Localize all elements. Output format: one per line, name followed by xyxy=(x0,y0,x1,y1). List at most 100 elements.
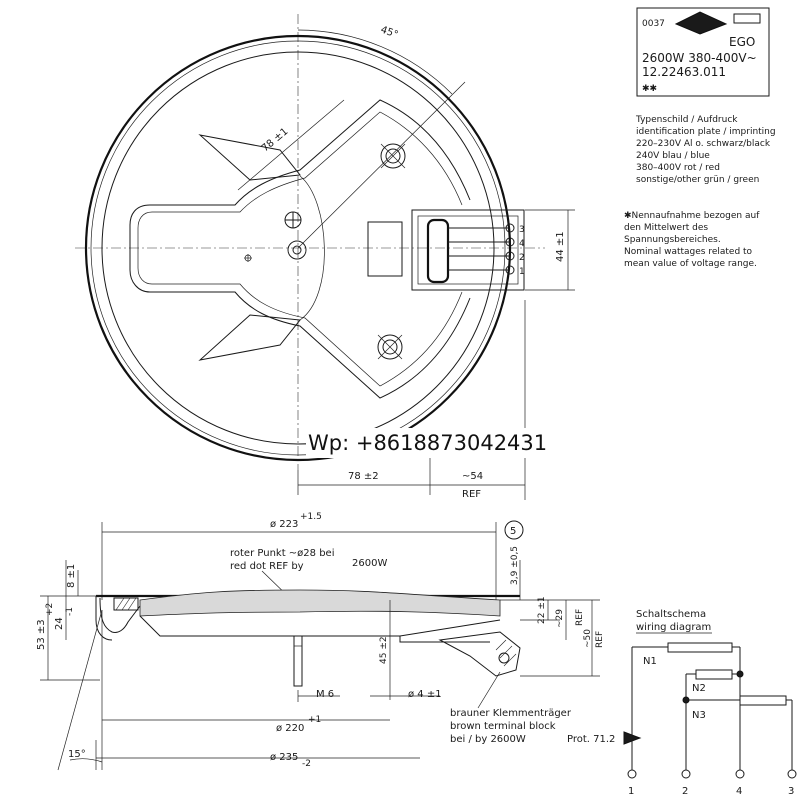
callout-label: 5 xyxy=(510,526,516,537)
dim-223-tol: +1.5 xyxy=(300,512,322,522)
terminal-number: 1 xyxy=(628,786,634,797)
watermark-text: Wp: +8618873042431 xyxy=(308,431,547,455)
window-rect xyxy=(367,221,403,277)
plate-brand: EGO xyxy=(729,35,755,49)
terminal-number: 2 xyxy=(682,786,688,797)
plate-part-number: 12.22463.011 xyxy=(642,65,726,79)
dim-44-label: 44 ±1 xyxy=(555,231,566,262)
heater-n2 xyxy=(695,669,733,680)
legend-line: sonstige/other grün / green xyxy=(636,175,759,185)
terminal-circle xyxy=(735,769,745,779)
terminal-note-en: brown terminal block xyxy=(450,721,556,732)
prot-label: Prot. 71.2 xyxy=(567,734,615,745)
dim-220-label: ø 220 xyxy=(276,723,304,734)
angle-label: 45° xyxy=(379,24,399,40)
dim-235-tol: -2 xyxy=(302,759,311,769)
terminal-label: 3 xyxy=(519,225,525,235)
wiring-diagram: Schaltschema wiring diagram N1 N2 N3 1 2 xyxy=(623,609,797,797)
angle-15-ray xyxy=(57,609,103,771)
rim-inner-edge xyxy=(90,40,506,456)
terminal-note-de: brauner Klemmenträger xyxy=(450,708,572,719)
underside-step xyxy=(399,636,490,643)
lower-spoke xyxy=(198,314,301,361)
small-hole xyxy=(244,254,252,262)
centre-bolt-lower xyxy=(287,240,307,260)
dim-54-ref: REF xyxy=(462,489,481,500)
note-line: ✱Nennaufnahme bezogen auf xyxy=(624,211,760,221)
terminal-number: 4 xyxy=(736,786,742,797)
plate-rating: 2600W 380-400V~ xyxy=(642,51,757,65)
heater-label: N2 xyxy=(692,683,706,694)
watermark: Wp: +8618873042431 xyxy=(306,428,586,458)
dim-24-tol-up: +2 xyxy=(45,603,55,616)
dim-53-label: 53 ±3 xyxy=(36,619,47,650)
blank-box xyxy=(733,13,761,24)
leader-line xyxy=(477,671,501,709)
dim-8-label: 8 ±1 xyxy=(66,564,77,588)
heating-plate-edge xyxy=(101,51,495,445)
stud-upper xyxy=(380,143,406,169)
heater-label: N3 xyxy=(692,710,706,721)
legend-line: Typenschild / Aufdruck xyxy=(635,115,738,125)
heater-n1 xyxy=(667,642,733,653)
note-line: Spannungsbereiches. xyxy=(624,235,721,245)
terminal-label: 1 xyxy=(519,267,525,277)
note-line: Nominal wattages related to xyxy=(624,247,753,257)
centre-bolt-upper xyxy=(284,211,302,229)
plate-code: 0037 xyxy=(642,19,665,29)
red-dot-de: roter Punkt ~ø28 bei xyxy=(230,548,334,559)
wiring-title-de: Schaltschema xyxy=(636,609,706,620)
wattage-note: ✱Nennaufnahme bezogen auf den Mittelwert… xyxy=(624,211,760,269)
dim-54-label: ~54 xyxy=(462,471,483,482)
type-plate: 0037 EGO 2600W 380-400V~ 12.22463.011 ✱✱ xyxy=(636,7,770,97)
terminal-block-section xyxy=(438,631,521,677)
terminal-label: 4 xyxy=(519,239,525,249)
dim-ref-label: REF xyxy=(595,631,605,648)
centre-boss xyxy=(299,175,325,321)
terminal-block: 3 4 2 1 xyxy=(411,209,525,291)
note-line: mean value of voltage range. xyxy=(624,259,757,269)
dim-50-label: ~50 xyxy=(583,629,593,648)
upper-spoke xyxy=(198,134,301,181)
legend-line: 240V blau / blue xyxy=(636,151,710,161)
terminal-circle xyxy=(627,769,637,779)
legend-line: 220–230V Al o. schwarz/black xyxy=(636,139,771,149)
rim-outer xyxy=(95,596,113,641)
note-line: den Mittelwert des xyxy=(624,223,708,233)
dim-223-label: ø 223 xyxy=(270,519,298,530)
angle-arc xyxy=(297,29,453,95)
dim-45-label: 45 ±2 xyxy=(379,636,389,664)
heater-label: N1 xyxy=(643,656,657,667)
legend-line: 380–400V rot / red xyxy=(636,163,720,173)
thread-label: M 6 xyxy=(316,689,334,700)
rim-profile xyxy=(99,597,141,633)
dim-24-tol-dn: -1 xyxy=(65,607,75,616)
stud-lower xyxy=(377,334,403,360)
plate-stars: ✱✱ xyxy=(642,84,657,94)
inner-profile-offset xyxy=(137,111,463,387)
wiring-title-en: wiring diagram xyxy=(636,622,711,633)
dim-29-label: ~29 xyxy=(555,609,565,628)
dim-78-label: 78 ±2 xyxy=(348,471,379,482)
callout-circle xyxy=(504,520,524,540)
dim-235-label: ø 235 xyxy=(270,752,298,763)
terminal-circle xyxy=(681,769,691,779)
inner-profile xyxy=(129,99,471,399)
terminal-note-by: bei / by 2600W xyxy=(450,734,526,745)
ego-logo-icon xyxy=(674,11,728,35)
terminal-label: 2 xyxy=(519,253,525,263)
centre-bolt xyxy=(293,635,303,687)
red-dot-watt: 2600W xyxy=(352,558,387,569)
angle-15-arc xyxy=(69,758,103,763)
red-dot-en: red dot REF by xyxy=(230,561,304,572)
legend-line: identification plate / imprinting xyxy=(636,127,776,137)
dim-22-label: 22 ±1 xyxy=(537,596,547,624)
outer-rim xyxy=(84,34,512,462)
radial-dim-label: 78 ±1 xyxy=(260,126,291,154)
dim-4-label: ø 4 ±1 xyxy=(408,689,442,700)
junction-dot xyxy=(682,696,690,704)
rim-hatch xyxy=(113,597,139,611)
underside xyxy=(139,615,501,637)
dim-39-label: 3,9 ±0,5 xyxy=(510,546,520,585)
